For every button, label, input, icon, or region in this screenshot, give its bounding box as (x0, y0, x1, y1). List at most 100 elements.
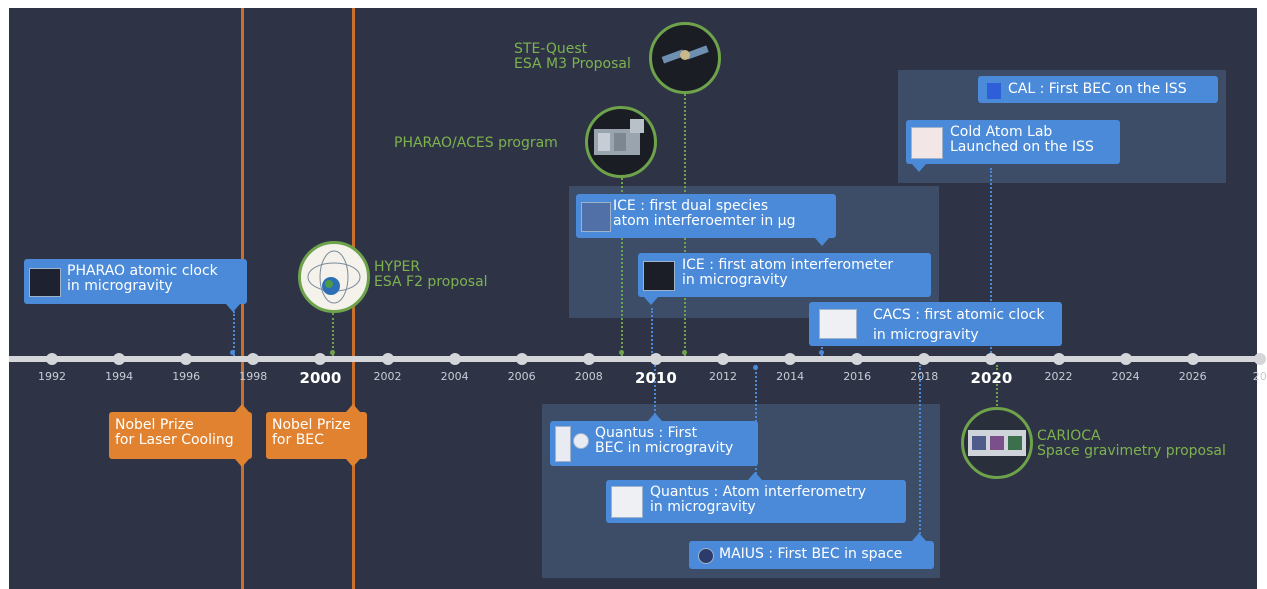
event-pharao-label: PHARAO atomic clock in microgravity (67, 263, 218, 294)
satellite-icon (649, 22, 721, 94)
year-label: 2002 (373, 370, 402, 383)
nobel-bec-notch (346, 404, 360, 412)
event-quantus-ai-label: Quantus : Atom interferometry in microgr… (650, 484, 867, 515)
event-maius: MAIUS : First BEC in space (689, 541, 934, 569)
nobel-laser-cooling-label: Nobel Prize for Laser Cooling (115, 417, 234, 448)
axis-tick (46, 353, 58, 365)
event-pharao: PHARAO atomic clock in microgravity (24, 259, 247, 304)
year-label: 1998 (239, 370, 268, 383)
axis-tick (851, 353, 864, 365)
axis-tick (918, 353, 931, 365)
year-label: 2008 (574, 370, 603, 383)
timeline-canvas: 1992 1994 1996 1998 2000 2002 2004 2006 2008 2010… (9, 8, 1267, 589)
event-maius-notch (912, 533, 926, 541)
year-label: 2016 (843, 370, 872, 383)
connector-pharao (233, 311, 235, 356)
axis-tick (649, 353, 662, 365)
event-cacs: CACS : first atomic clock in microgravit… (809, 302, 1062, 346)
nobel-laser-cooling-notch-bottom (235, 459, 249, 467)
connector-cal (990, 168, 992, 356)
year-label: 1992 (38, 370, 66, 383)
nobel-laser-cooling-box: Nobel Prize for Laser Cooling (109, 412, 252, 459)
year-label: 2026 (1178, 370, 1207, 383)
event-cal-launch-notch (912, 164, 926, 172)
drop-capsule-icon (555, 426, 571, 462)
maius-logo-icon (698, 548, 714, 564)
year-label: 2012 (709, 370, 737, 383)
event-maius-label: MAIUS : First BEC in space (719, 546, 903, 562)
hyper-label: HYPER ESA F2 proposal (374, 259, 488, 290)
cal-mission-icon (911, 127, 943, 159)
green-marker-2009 (619, 350, 624, 355)
axis-tick (1119, 353, 1132, 365)
earth-orbit-icon (298, 241, 370, 313)
year-label: 2004 (440, 370, 469, 383)
axis-tick (247, 353, 260, 365)
clock-apparatus-icon (29, 268, 61, 297)
year-label: 1994 (105, 370, 134, 383)
nobel-bec-box: Nobel Prize for BEC (266, 412, 367, 459)
event-ice-first-label: ICE : first atom interferometer in micro… (682, 257, 894, 288)
event-cal-launch: Cold Atom Lab Launched on the ISS (906, 120, 1120, 164)
axis-tick (180, 353, 193, 365)
green-marker-2000 (330, 350, 335, 355)
event-cal-bec: CAL : First BEC on the ISS (978, 76, 1218, 103)
connector-maius (919, 365, 921, 541)
event-quantus-ai-notch (748, 472, 762, 480)
event-cacs-label: CACS : first atomic clock in microgravit… (873, 307, 1045, 343)
axis-tick (113, 353, 126, 365)
nobel-bec-notch-bottom (346, 459, 360, 467)
team-photo-icon (581, 202, 611, 232)
axis-tick (314, 353, 327, 365)
nobel-laser-cooling-notch (235, 404, 249, 412)
axis-tick (448, 353, 461, 365)
connector-quantus (654, 365, 656, 415)
year-label: 2000 (299, 369, 342, 387)
pharao-aces-label: PHARAO/ACES program (394, 135, 558, 151)
connector-cacs (821, 340, 823, 356)
axis-tick (1186, 353, 1199, 365)
quantus-ai-marker (753, 365, 758, 370)
carioca-label: CARIOCA Space gravimetry proposal (1037, 428, 1226, 459)
space-station-icon (585, 106, 657, 178)
pharao-marker (230, 350, 235, 355)
axis-tick (515, 353, 528, 365)
parabolic-flight-icon (643, 261, 675, 291)
axis-tick (1052, 353, 1065, 365)
year-label: 2014 (776, 370, 805, 383)
axis-tick (985, 353, 998, 365)
cacs-marker (819, 350, 824, 355)
axis-tick (784, 353, 797, 365)
instrument-icon (961, 407, 1033, 479)
axis-tick (717, 353, 729, 365)
event-ice-dual: ICE : first dual species atom interferoe… (576, 194, 836, 238)
event-ice-dual-notch (815, 238, 829, 246)
event-quantus-ai: Quantus : Atom interferometry in microgr… (606, 480, 906, 523)
clock-schematic-icon (819, 309, 857, 339)
nobel-bec-label: Nobel Prize for BEC (272, 417, 351, 448)
axis-tick (582, 353, 595, 365)
year-label: 20 (1252, 370, 1267, 383)
year-label: 2010 (635, 369, 677, 387)
connector-pharao-aces (621, 178, 623, 356)
event-quantus-bec: Quantus : First BEC in microgravity (550, 421, 758, 466)
year-label: 2018 (910, 370, 939, 383)
event-quantus-bec-label: Quantus : First BEC in microgravity (595, 425, 734, 456)
event-ice-first-notch (644, 297, 658, 305)
timeline-axis (9, 356, 1257, 362)
apparatus-icon (611, 486, 643, 518)
year-label: 2024 (1111, 370, 1140, 383)
event-quantus-bec-notch (648, 413, 662, 421)
connector-ice (651, 308, 653, 356)
year-label: 2006 (507, 370, 536, 383)
event-pharao-notch (226, 304, 240, 312)
connector-hyper (332, 313, 334, 356)
event-ice-first: ICE : first atom interferometer in micro… (638, 253, 931, 297)
event-ice-dual-label: ICE : first dual species atom interferoe… (613, 198, 796, 229)
cal-logo-icon (987, 83, 1001, 99)
axis-tick (1253, 353, 1266, 365)
year-label: 1996 (172, 370, 201, 383)
axis-tick (381, 353, 394, 365)
year-label: 2020 (970, 369, 1013, 387)
year-label: 2022 (1044, 370, 1073, 383)
